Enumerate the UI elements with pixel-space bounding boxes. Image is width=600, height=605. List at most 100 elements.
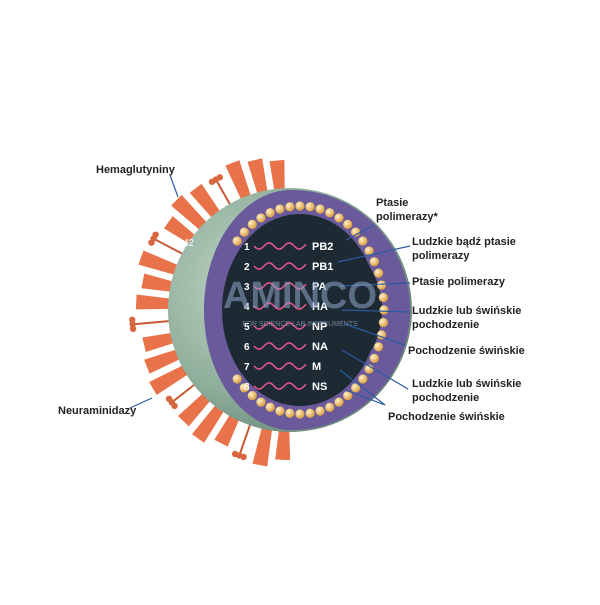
- segment-number: 1: [244, 242, 250, 253]
- matrix-protein-bead: [315, 406, 325, 416]
- label-ludzkie-badz-ptasie: Ludzkie bądź ptasie polimerazy: [412, 236, 516, 262]
- pointer-lines: [129, 174, 411, 409]
- hemagglutinin-spike: [225, 160, 252, 202]
- neuraminidase-spike: [153, 237, 186, 257]
- matrix-protein-bead: [285, 408, 295, 418]
- matrix-protein-bead: [358, 374, 368, 384]
- label-neuraminidazy: Neuraminidazy: [58, 405, 137, 417]
- label-ludzkie-lub-swinskie-2: Ludzkie lub świńskie pochodzenie: [412, 378, 522, 404]
- hemagglutinin-spike: [163, 216, 198, 246]
- matrix-protein-bead: [373, 268, 384, 278]
- hemagglutinin-spike: [135, 294, 173, 310]
- segment-number: 7: [244, 362, 250, 373]
- matrix-protein-bead: [343, 390, 353, 401]
- matrix-protein-bead: [369, 353, 379, 363]
- matrix-protein-bead: [295, 409, 305, 419]
- segment-name: NA: [312, 341, 328, 353]
- hemagglutinin-spike: [191, 403, 226, 443]
- label-hemaglutyniny: Hemaglutyniny: [96, 164, 175, 176]
- matrix-protein-bead: [315, 204, 325, 214]
- matrix-protein-bead: [358, 236, 368, 246]
- matrix-protein-bead: [378, 317, 388, 328]
- neuraminidase-head: [129, 325, 137, 333]
- matrix-protein-bead: [275, 406, 285, 416]
- rna-strand: [253, 242, 307, 250]
- matrix-protein-bead: [364, 246, 374, 256]
- matrix-protein-bead: [351, 227, 361, 237]
- rna-strand: [253, 342, 307, 350]
- watermark: AMINCO: [223, 275, 377, 317]
- matrix-protein-bead: [232, 374, 242, 384]
- matrix-protein-bead: [325, 402, 335, 412]
- matrix-protein-bead: [265, 402, 275, 412]
- segment-number: 3: [244, 282, 250, 293]
- matrix-protein-bead: [275, 204, 285, 214]
- segment-number: 8: [244, 382, 250, 393]
- matrix-protein-bead: [343, 219, 353, 230]
- surface-spikes: [129, 158, 291, 467]
- hemagglutinin-spike: [142, 332, 177, 353]
- matrix-protein-bead: [369, 257, 379, 267]
- segment-name: PB1: [312, 261, 333, 273]
- segment-name: NS: [312, 381, 327, 393]
- matrix-protein-bead: [285, 202, 295, 212]
- label-ptasie-polimerazy: Ptasie polimerazy: [412, 276, 505, 288]
- hemagglutinin-spike: [189, 183, 222, 220]
- matrix-protein-layer: [232, 201, 389, 419]
- matrix-protein-bead: [256, 397, 266, 407]
- segment-number: 4: [244, 302, 250, 313]
- neuraminidase-spike: [171, 381, 198, 404]
- matrix-protein-bead: [305, 202, 315, 212]
- rna-strand: [253, 262, 307, 270]
- rna-strand: [253, 362, 307, 370]
- matrix-protein-bead: [379, 305, 389, 315]
- matrix-protein-bead: [232, 236, 242, 246]
- watermark-subtitle: FOR SCIENCE LAB INSTRUMENTS: [242, 321, 358, 328]
- segment-number: 5: [244, 322, 250, 333]
- hemagglutinin-spike: [144, 348, 183, 374]
- hemagglutinin-spike: [252, 424, 273, 467]
- m2-label: M2: [180, 238, 194, 249]
- matrix-protein-bead: [378, 292, 388, 303]
- neuraminidase-head: [148, 239, 155, 246]
- matrix-protein-bead: [239, 383, 249, 393]
- label-ptasie-polimerazy-star: Ptasie polimerazy*: [376, 197, 438, 223]
- neuraminidase-spike: [215, 179, 233, 208]
- hemagglutinin-spike: [138, 250, 181, 276]
- hemagglutinin-spike: [177, 391, 212, 427]
- label-pochodzenie-swinskie-1: Pochodzenie świńskie: [408, 345, 525, 357]
- matrix-protein-bead: [334, 213, 344, 223]
- matrix-protein-bead: [247, 390, 257, 401]
- matrix-protein-bead: [325, 208, 335, 218]
- matrix-protein-bead: [334, 397, 344, 407]
- neuraminidase-head: [171, 402, 178, 410]
- hemagglutinin-spike: [171, 194, 209, 232]
- matrix-protein-bead: [265, 208, 275, 218]
- segment-name: HA: [312, 301, 328, 313]
- neuraminidase-head: [240, 453, 247, 461]
- rna-strand: [253, 322, 307, 330]
- segment-name: M: [312, 361, 321, 373]
- hemagglutinin-spike: [149, 364, 191, 396]
- matrix-protein-bead: [373, 342, 384, 352]
- matrix-protein-bead: [376, 280, 387, 290]
- neuraminidase-spike: [238, 421, 253, 456]
- matrix-protein-bead: [247, 219, 257, 230]
- segment-name: NP: [312, 321, 327, 333]
- matrix-protein-bead: [239, 227, 249, 237]
- rna-strand: [253, 282, 307, 290]
- matrix-protein-bead: [305, 408, 315, 418]
- matrix-protein-bead: [295, 201, 305, 211]
- neuraminidase-head: [208, 178, 216, 185]
- hemagglutinin-spike: [141, 273, 176, 292]
- matrix-protein-bead: [256, 213, 266, 223]
- segment-name: PB2: [312, 241, 333, 253]
- matrix-protein-bead: [351, 383, 361, 393]
- hemagglutinin-spike: [214, 412, 241, 447]
- hemagglutinin-spike: [247, 158, 268, 197]
- segment-number: 6: [244, 342, 250, 353]
- rna-strand: [253, 302, 307, 310]
